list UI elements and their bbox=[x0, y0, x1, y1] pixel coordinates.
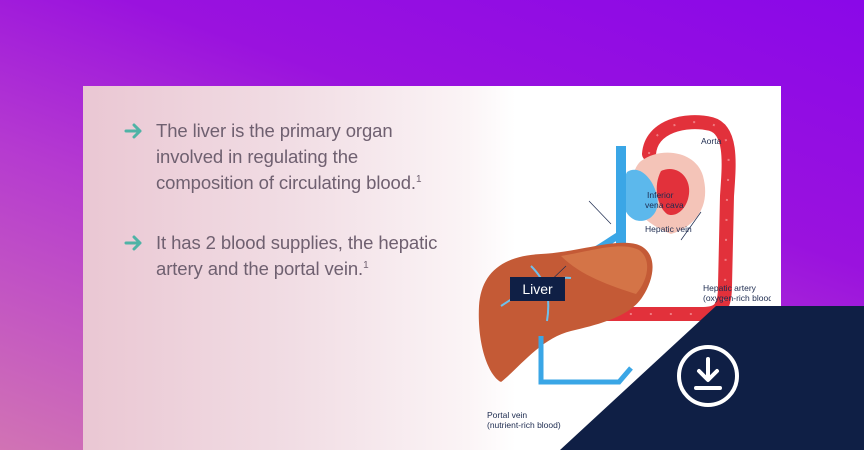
content-card: The liver is the primary organ involved … bbox=[83, 86, 781, 450]
portal-vein-label-line1: Portal vein bbox=[487, 410, 527, 420]
aorta-label: Aorta bbox=[701, 136, 722, 146]
bullet-text: The liver is the primary organ involved … bbox=[156, 120, 422, 193]
heart-right-atrium bbox=[621, 169, 658, 221]
bullet-item: It has 2 blood supplies, the hepatic art… bbox=[123, 230, 456, 282]
ivc-label-line2: vena cava bbox=[645, 200, 684, 210]
liver-label: Liver bbox=[510, 277, 565, 301]
heart-left-ventricle bbox=[656, 168, 690, 216]
leader-line bbox=[588, 200, 612, 225]
arrow-right-icon bbox=[124, 235, 142, 251]
liver-lobe bbox=[561, 246, 648, 294]
arrow-right-icon bbox=[124, 123, 142, 139]
portal-vein bbox=[538, 336, 633, 385]
ivc-label-line1: Inferior bbox=[647, 190, 674, 200]
hepatic-artery-label-line2: (oxygen-rich blood) bbox=[703, 293, 771, 303]
bullet-item: The liver is the primary organ involved … bbox=[123, 118, 456, 196]
download-icon bbox=[677, 345, 739, 407]
hepatic-artery-label-line1: Hepatic artery bbox=[703, 283, 757, 293]
bullet-text: It has 2 blood supplies, the hepatic art… bbox=[156, 232, 438, 279]
download-button[interactable] bbox=[675, 343, 741, 409]
portal-vein-label-line2: (nutrient-rich blood) bbox=[487, 420, 561, 430]
leader-line bbox=[680, 211, 702, 241]
hepatic-vein-label: Hepatic vein bbox=[645, 224, 692, 234]
